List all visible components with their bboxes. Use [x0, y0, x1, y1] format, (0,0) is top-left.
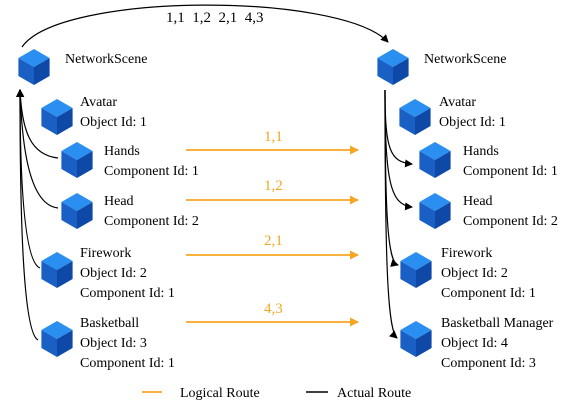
cube-icon	[400, 321, 432, 357]
left-firework-node: Firework Object Id: 2 Component Id: 1	[41, 246, 175, 301]
svg-text:Object Id: 2: Object Id: 2	[441, 266, 508, 281]
cube-icon	[18, 49, 50, 85]
logical-route-basketball-label: 4,3	[264, 301, 283, 317]
left-head-node: Head Component Id: 2	[61, 193, 199, 229]
svg-text:Object Id: 2: Object Id: 2	[80, 266, 147, 281]
cube-icon	[399, 99, 431, 135]
cube-icon	[377, 49, 409, 85]
svg-text:Component Id: 1: Component Id: 1	[80, 286, 175, 301]
left-avatar-node: Avatar Object Id: 1	[41, 95, 147, 135]
top-arc-label: 1,1 1,2 2,1 4,3	[166, 10, 264, 26]
cube-icon	[61, 142, 93, 178]
top-actual-route-arc	[21, 4, 389, 48]
legend: Logical Route Actual Route	[142, 386, 411, 401]
svg-text:Object Id: 3: Object Id: 3	[80, 336, 147, 351]
cube-icon	[41, 252, 73, 288]
left-actual-routes	[16, 89, 59, 341]
cube-icon	[419, 193, 451, 229]
right-network-scene: NetworkScene	[377, 49, 506, 85]
cube-icon	[41, 99, 73, 135]
logical-routes: 1,1 1,2 2,1 4,3	[186, 129, 359, 327]
svg-text:Hands: Hands	[463, 144, 499, 159]
left-hands-node: Hands Component Id: 1	[61, 142, 199, 179]
svg-text:Component Id: 1: Component Id: 1	[80, 356, 175, 371]
right-scene-label: NetworkScene	[424, 52, 506, 67]
logical-route-head-label: 1,2	[264, 178, 283, 194]
svg-text:Component Id: 3: Component Id: 3	[441, 356, 536, 371]
svg-text:Component Id: 1: Component Id: 1	[441, 286, 536, 301]
svg-text:Avatar: Avatar	[439, 95, 476, 110]
svg-text:Hands: Hands	[104, 144, 140, 159]
svg-text:Basketball: Basketball	[80, 316, 139, 331]
svg-text:Object Id: 4: Object Id: 4	[441, 336, 508, 351]
logical-route-firework-label: 2,1	[264, 233, 283, 249]
right-basketball-node: Basketball Manager Object Id: 4 Componen…	[400, 316, 554, 371]
svg-text:Component Id: 2: Component Id: 2	[104, 214, 199, 229]
svg-text:Firework: Firework	[80, 246, 131, 261]
svg-text:Basketball Manager: Basketball Manager	[441, 316, 554, 331]
svg-text:Object Id: 1: Object Id: 1	[439, 115, 506, 130]
svg-text:Avatar: Avatar	[80, 95, 117, 110]
cube-icon	[400, 252, 432, 288]
right-head-node: Head Component Id: 2	[419, 193, 558, 229]
right-avatar-node: Avatar Object Id: 1	[399, 95, 506, 135]
svg-text:Head: Head	[463, 194, 493, 209]
svg-text:Object Id: 1: Object Id: 1	[80, 115, 147, 130]
cube-icon	[61, 193, 93, 229]
right-actual-routes	[384, 89, 413, 339]
right-firework-node: Firework Object Id: 2 Component Id: 1	[400, 246, 536, 301]
svg-text:Component Id: 1: Component Id: 1	[104, 164, 199, 179]
svg-text:Head: Head	[104, 194, 134, 209]
cube-icon	[419, 142, 451, 178]
right-hands-node: Hands Component Id: 1	[419, 142, 558, 179]
svg-text:Component Id: 2: Component Id: 2	[463, 214, 558, 229]
left-network-scene: NetworkScene	[18, 49, 147, 85]
legend-actual-label: Actual Route	[337, 386, 411, 401]
svg-text:Component Id: 1: Component Id: 1	[463, 164, 558, 179]
legend-logical-label: Logical Route	[180, 386, 260, 401]
left-basketball-node: Basketball Object Id: 3 Component Id: 1	[41, 316, 175, 371]
svg-text:Firework: Firework	[441, 246, 492, 261]
left-scene-label: NetworkScene	[65, 52, 147, 67]
logical-route-hands-label: 1,1	[264, 129, 283, 145]
cube-icon	[41, 321, 73, 357]
